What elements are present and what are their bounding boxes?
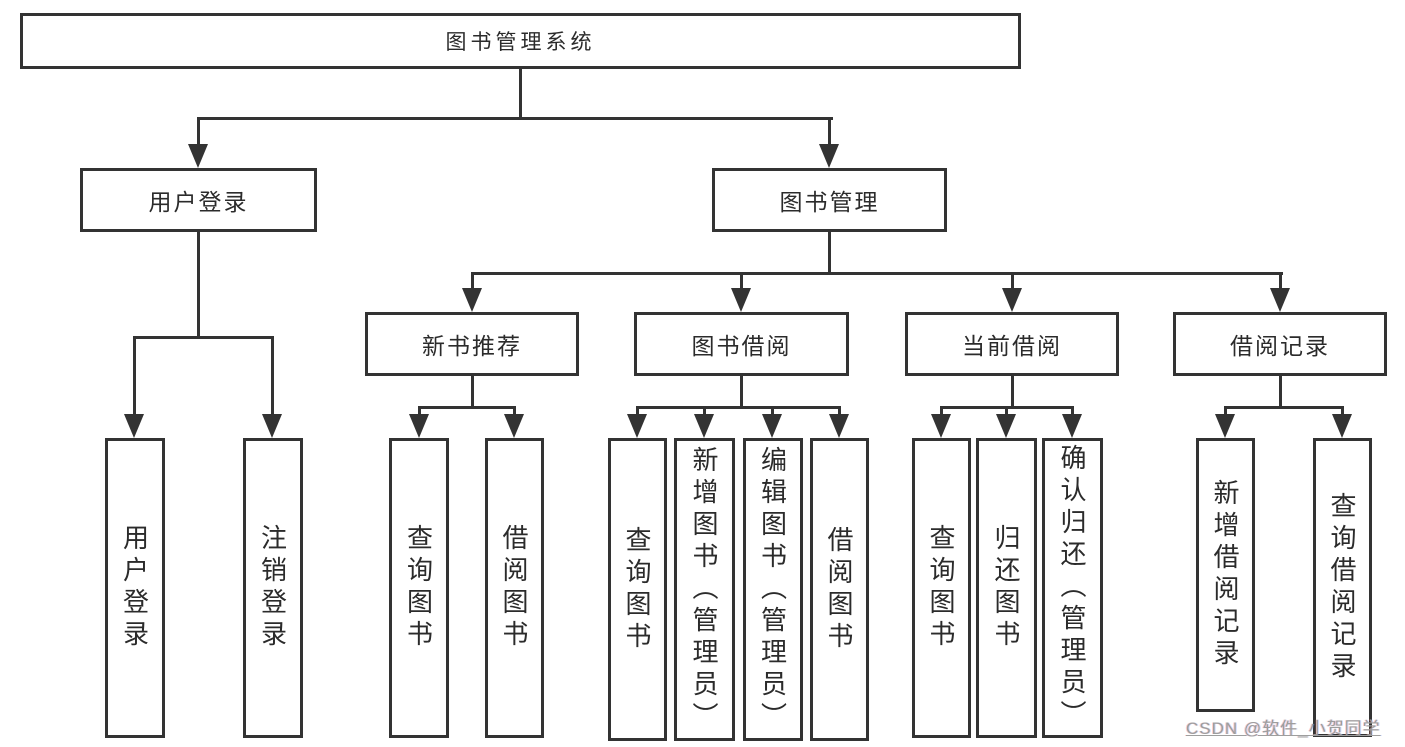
connector-line bbox=[940, 406, 943, 416]
node-return-books: 归还图书 bbox=[976, 438, 1037, 738]
arrow-down-icon bbox=[504, 414, 524, 438]
node-user-login: 用户登录 bbox=[80, 168, 317, 232]
csdn-watermark: CSDN @软件_小贺同学 bbox=[1186, 719, 1381, 738]
node-book-management: 图书管理 bbox=[712, 168, 947, 232]
node-query-books-current: 查询图书 bbox=[912, 438, 971, 738]
arrow-down-icon bbox=[1002, 288, 1022, 312]
connector-line bbox=[636, 406, 841, 409]
arrow-down-icon bbox=[1332, 414, 1352, 438]
arrow-down-icon bbox=[627, 414, 647, 438]
arrow-down-icon bbox=[1215, 414, 1235, 438]
arrow-down-icon bbox=[409, 414, 429, 438]
connector-line bbox=[197, 117, 200, 147]
arrow-down-icon bbox=[819, 144, 839, 168]
node-library-management-system: 图书管理系统 bbox=[20, 13, 1021, 69]
node-new-book-recommendation: 新书推荐 bbox=[365, 312, 579, 376]
arrow-down-icon bbox=[762, 414, 782, 438]
node-current-borrowing: 当前借阅 bbox=[905, 312, 1119, 376]
node-edit-book-admin: 编辑图书（管理员） bbox=[743, 438, 803, 741]
connector-line bbox=[1279, 272, 1282, 291]
node-query-books-borrow: 查询图书 bbox=[608, 438, 667, 741]
connector-line bbox=[771, 406, 774, 416]
arrow-down-icon bbox=[1270, 288, 1290, 312]
connector-line bbox=[703, 406, 706, 416]
connector-line bbox=[471, 376, 474, 406]
connector-line bbox=[828, 117, 831, 147]
arrow-down-icon bbox=[1062, 414, 1082, 438]
arrow-down-icon bbox=[262, 414, 282, 438]
connector-line bbox=[471, 272, 1283, 275]
arrow-down-icon bbox=[124, 414, 144, 438]
arrow-down-icon bbox=[188, 144, 208, 168]
connector-line bbox=[513, 406, 516, 416]
connector-line bbox=[1279, 376, 1282, 406]
connector-line bbox=[1341, 406, 1344, 416]
node-borrowing-records: 借阅记录 bbox=[1173, 312, 1387, 376]
arrow-down-icon bbox=[829, 414, 849, 438]
connector-line bbox=[133, 336, 274, 339]
node-borrow-books-recommend: 借阅图书 bbox=[485, 438, 544, 738]
connector-line bbox=[636, 406, 639, 416]
node-add-borrow-record: 新增借阅记录 bbox=[1196, 438, 1255, 712]
connector-line bbox=[197, 232, 200, 336]
node-book-borrowing: 图书借阅 bbox=[634, 312, 849, 376]
connector-line bbox=[1071, 406, 1074, 416]
connector-line bbox=[740, 376, 743, 406]
node-query-books-recommend: 查询图书 bbox=[389, 438, 449, 738]
node-logout: 注销登录 bbox=[243, 438, 303, 738]
connector-line bbox=[1005, 406, 1008, 416]
connector-line bbox=[1224, 406, 1344, 409]
connector-line bbox=[271, 336, 274, 417]
arrow-down-icon bbox=[931, 414, 951, 438]
node-add-book-admin: 新增图书（管理员） bbox=[674, 438, 735, 741]
node-query-borrow-record: 查询借阅记录 bbox=[1313, 438, 1372, 737]
connector-line bbox=[838, 406, 841, 416]
connector-line bbox=[1224, 406, 1227, 416]
connector-line bbox=[1011, 272, 1014, 291]
connector-line bbox=[133, 336, 136, 417]
connector-line bbox=[740, 272, 743, 291]
arrow-down-icon bbox=[694, 414, 714, 438]
connector-line bbox=[197, 117, 833, 120]
connector-line bbox=[828, 232, 831, 272]
node-confirm-return-admin: 确认归还（管理员） bbox=[1042, 438, 1103, 738]
node-borrow-books: 借阅图书 bbox=[810, 438, 869, 741]
connector-line bbox=[418, 406, 516, 409]
connector-line bbox=[471, 272, 474, 291]
connector-line bbox=[1011, 376, 1014, 406]
connector-line bbox=[519, 69, 522, 118]
node-user-login-action: 用户登录 bbox=[105, 438, 165, 738]
connector-line bbox=[418, 406, 421, 416]
arrow-down-icon bbox=[996, 414, 1016, 438]
arrow-down-icon bbox=[462, 288, 482, 312]
arrow-down-icon bbox=[731, 288, 751, 312]
